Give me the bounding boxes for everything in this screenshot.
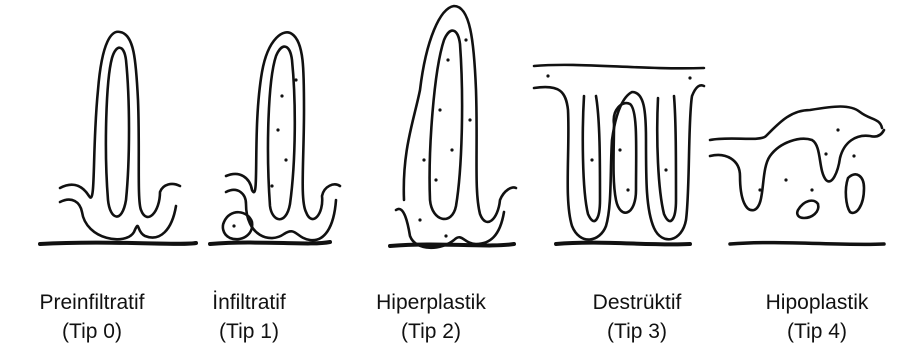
panel-label-tip4: Hipoplastik (Tip 4) bbox=[722, 288, 910, 346]
panel-name: Hipoplastik bbox=[722, 288, 910, 317]
panel-label-tip2: Hiperplastik (Tip 2) bbox=[336, 288, 526, 346]
villus-tip3-drawing bbox=[534, 65, 704, 245]
villus-tip0-drawing bbox=[40, 32, 196, 244]
panel-type: (Tip 1) bbox=[154, 317, 344, 346]
villus-tip1-drawing bbox=[210, 32, 340, 244]
panel-name: Destrüktif bbox=[542, 288, 732, 317]
panel-type: (Tip 3) bbox=[542, 317, 732, 346]
panel-label-tip3: Destrüktif (Tip 3) bbox=[542, 288, 732, 346]
panel-type: (Tip 2) bbox=[336, 317, 526, 346]
villus-tip2-drawing bbox=[390, 6, 516, 248]
panel-name: Hiperplastik bbox=[336, 288, 526, 317]
panel-type: (Tip 4) bbox=[722, 317, 910, 346]
panel-label-tip1: İnfiltratif (Tip 1) bbox=[154, 288, 344, 346]
villus-tip4-drawing bbox=[710, 107, 884, 245]
panel-name: İnfiltratif bbox=[154, 288, 344, 317]
